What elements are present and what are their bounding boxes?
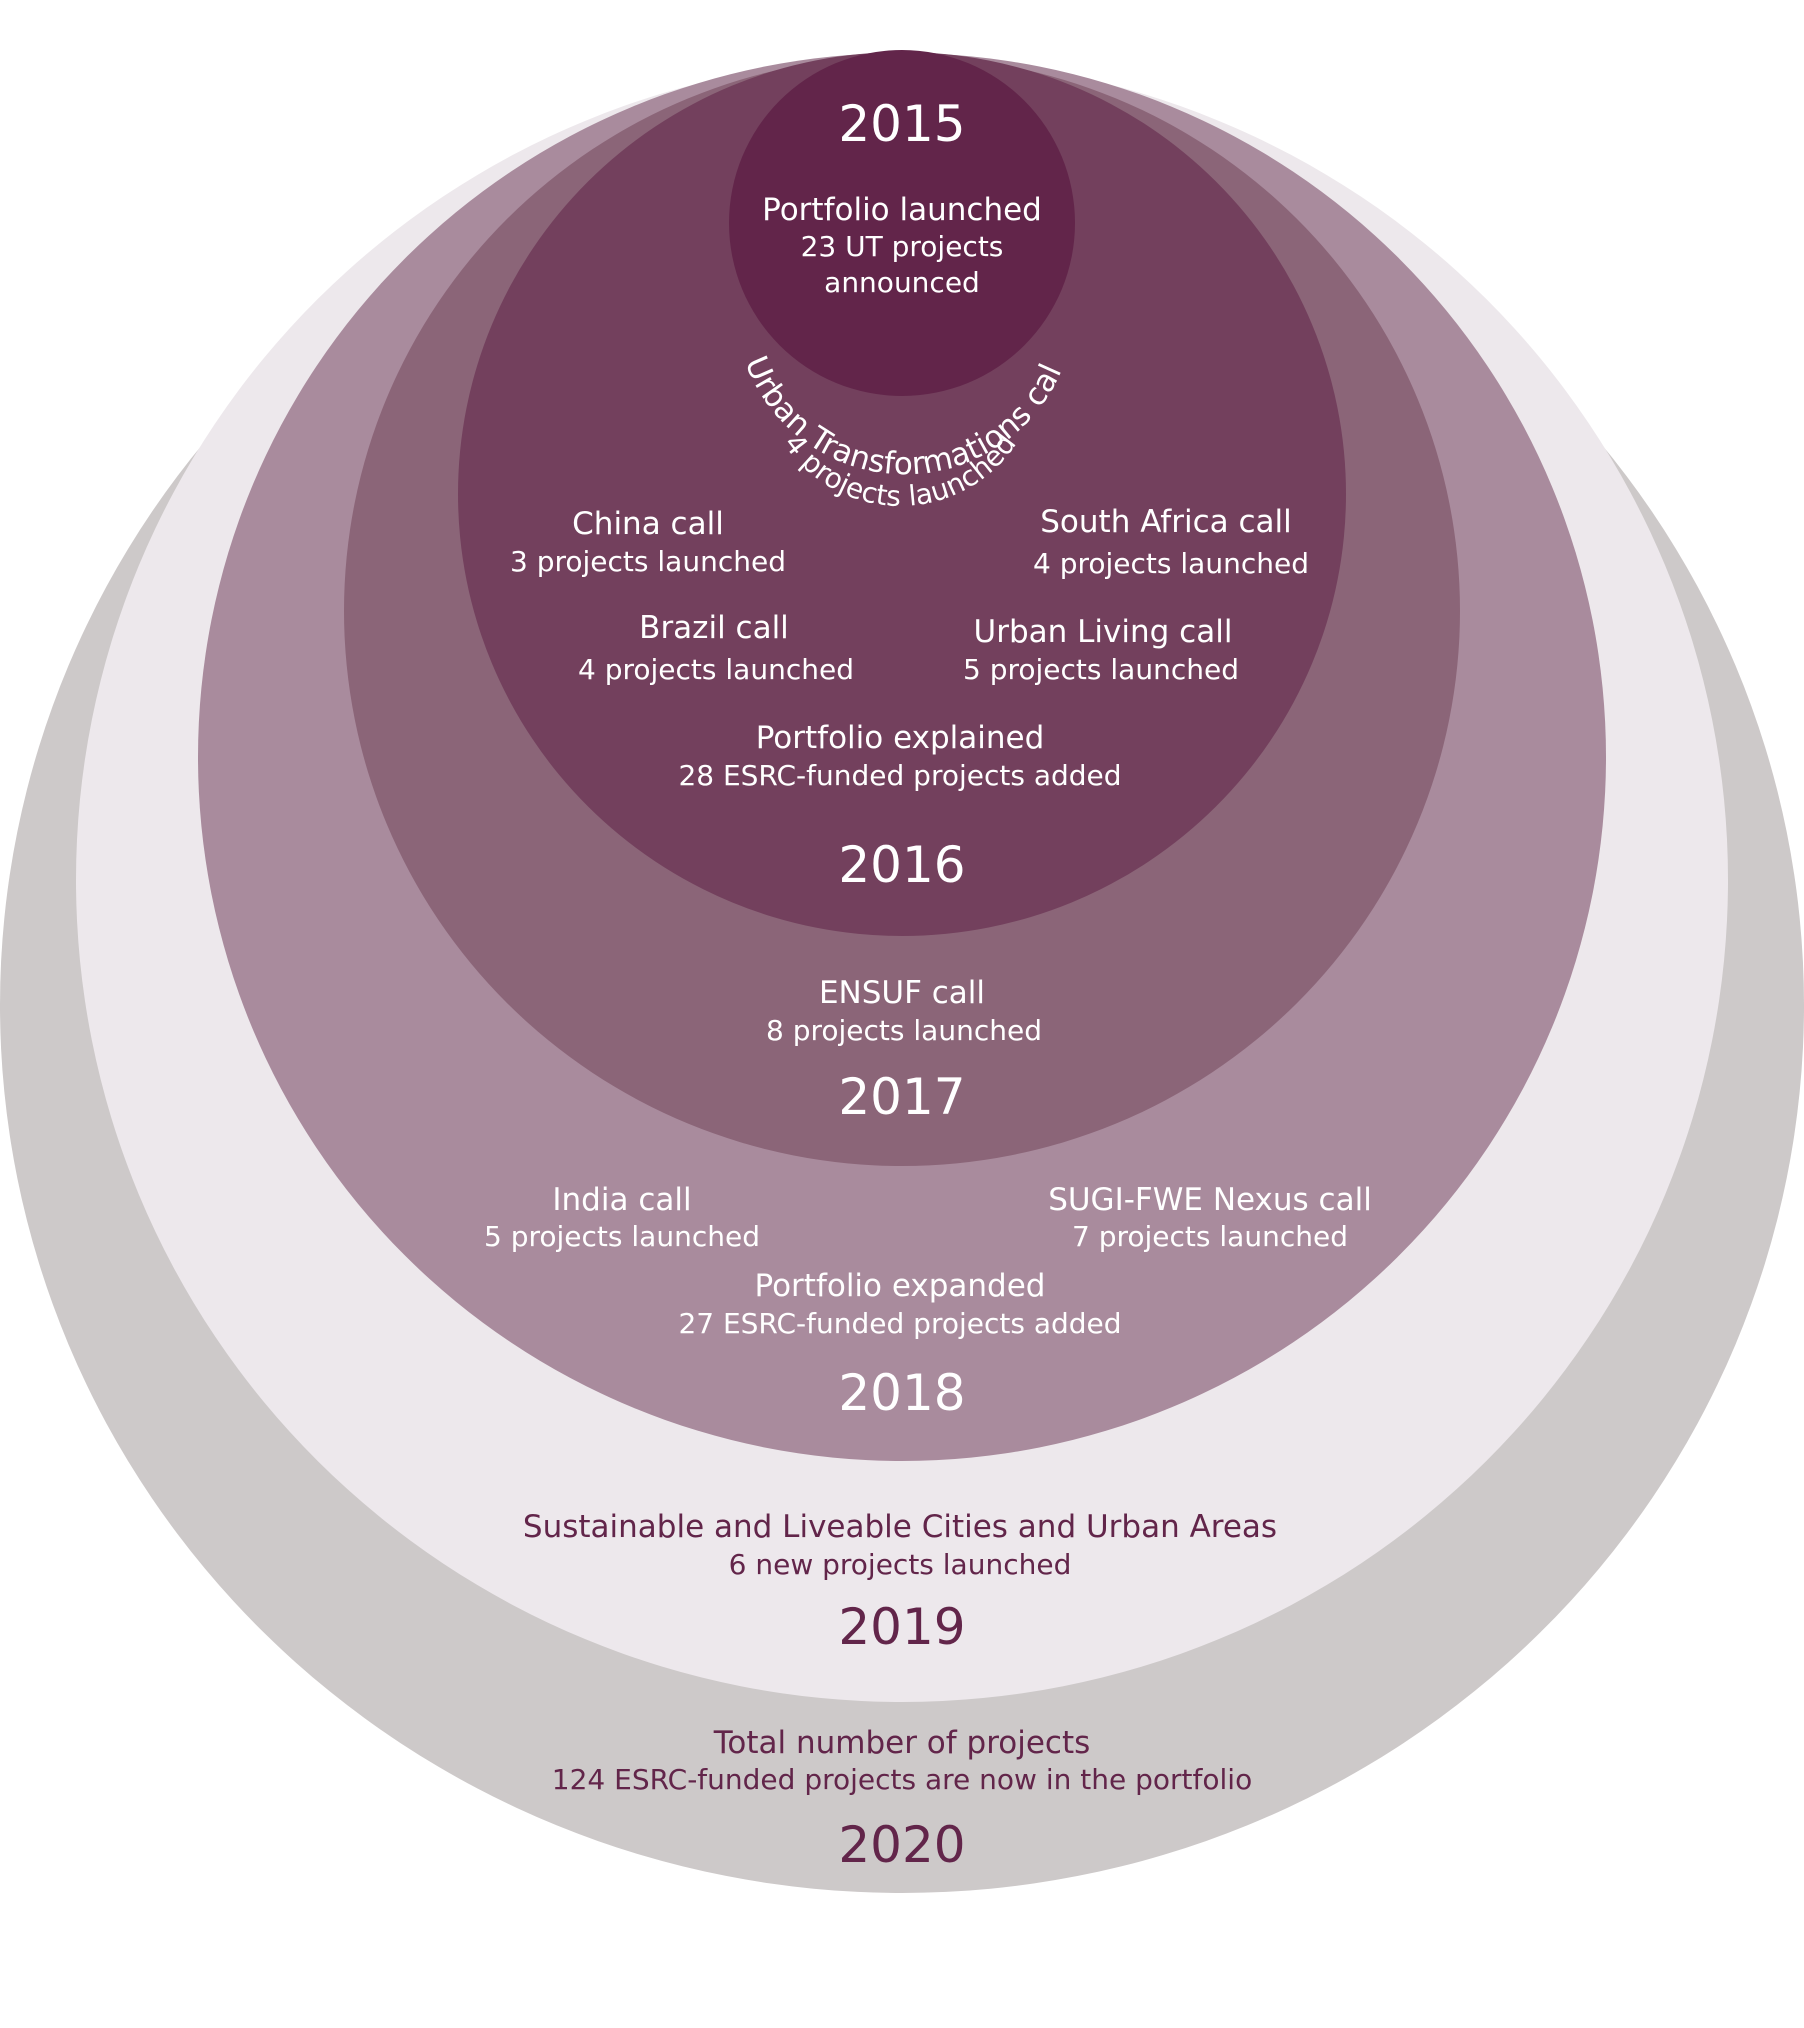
total-projects-sub: 124 ESRC-funded projects are now in the … [552,1763,1252,1796]
year-2016-label: 2016 [838,836,965,894]
sugi-fwe-nexus-call-title: SUGI-FWE Nexus call [1048,1182,1372,1218]
portfolio-expanded-sub: 27 ESRC-funded projects added [678,1307,1121,1340]
urban-living-call-sub: 5 projects launched [963,653,1239,686]
sustainable-cities-sub: 6 new projects launched [729,1548,1072,1581]
china-call-sub: 3 projects launched [510,545,786,578]
brazil-call-title: Brazil call [639,610,789,646]
portfolio-expanded-title: Portfolio expanded [754,1268,1045,1304]
china-call-title: China call [572,506,724,542]
portfolio-launched-title: Portfolio launched [762,192,1042,228]
ring-2016 [458,52,1346,936]
year-2017-label: 2017 [838,1068,965,1126]
ring-2015 [729,50,1075,396]
year-2015-label: 2015 [838,95,965,153]
portfolio-launched-line2: announced [824,266,980,299]
year-2019-label: 2019 [838,1598,965,1656]
ensuf-call-sub: 8 projects launched [766,1014,1042,1047]
urban-living-call-title: Urban Living call [974,614,1233,650]
portfolio-launched-line1: 23 UT projects [801,230,1004,263]
sugi-fwe-nexus-call-sub: 7 projects launched [1072,1220,1348,1253]
sustainable-cities-title: Sustainable and Liveable Cities and Urba… [523,1509,1277,1545]
brazil-call-sub: 4 projects launched [578,653,854,686]
portfolio-explained-sub: 28 ESRC-funded projects added [678,759,1121,792]
total-projects-title: Total number of projects [713,1725,1091,1761]
ensuf-call-title: ENSUF call [819,975,985,1011]
south-africa-call-sub: 4 projects launched [1033,547,1309,580]
south-africa-call-title: South Africa call [1040,504,1291,540]
year-2018-label: 2018 [838,1364,965,1422]
portfolio-explained-title: Portfolio explained [756,720,1045,756]
year-2020-label: 2020 [838,1816,965,1874]
india-call-title: India call [552,1182,691,1218]
india-call-sub: 5 projects launched [484,1220,760,1253]
